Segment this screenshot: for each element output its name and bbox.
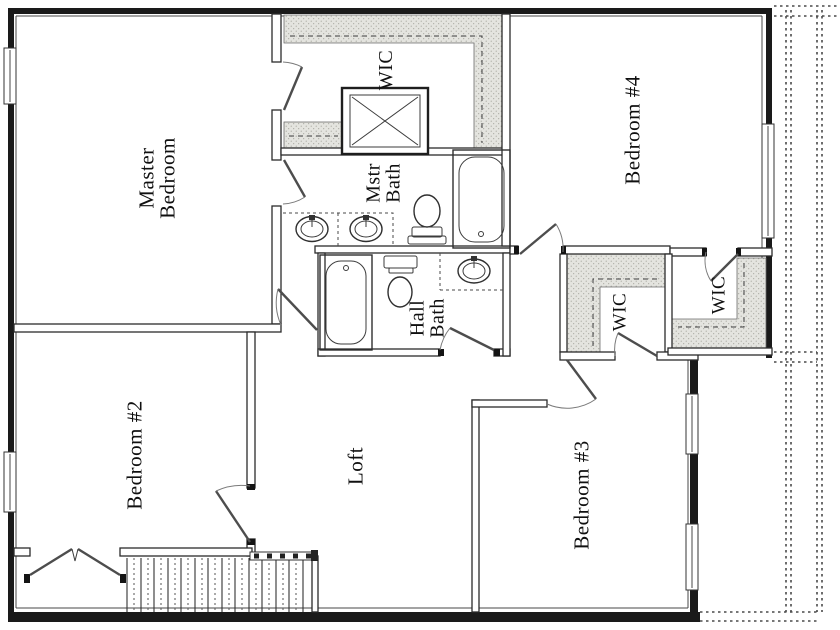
room-label-bedroom-2: Bedroom #2 <box>122 400 147 510</box>
hall-toilet <box>383 255 418 308</box>
closet-shelving <box>283 14 767 353</box>
windows <box>3 47 775 591</box>
master-toilet <box>407 194 447 245</box>
room-label-bedroom-3: Bedroom #3 <box>569 440 594 550</box>
master-bathtub <box>452 149 511 249</box>
room-label-bedroom-4: Bedroom #4 <box>620 75 645 185</box>
room-label-hall-bath: Hall Bath <box>406 298 449 338</box>
roofline-dashed <box>700 5 840 622</box>
hall-vanity-sink <box>439 253 503 291</box>
master-vanity-sinks <box>283 212 394 246</box>
shower-fixture <box>340 86 430 156</box>
room-label-wic-bedroom4: WIC <box>708 275 730 315</box>
room-label-mstr-bath: Mstr Bath <box>362 163 405 203</box>
stair-railing <box>249 550 318 561</box>
door-swings <box>215 61 739 543</box>
door-jambs <box>24 246 741 583</box>
hall-bathtub <box>319 254 373 351</box>
closet-double-doors <box>29 547 121 577</box>
room-label-loft: Loft <box>343 446 368 486</box>
room-label-master-bedroom: Master Bedroom <box>134 137 180 219</box>
staircase <box>126 558 304 612</box>
room-label-wic-bedroom3: WIC <box>609 292 631 332</box>
room-label-wic-master: WIC <box>374 49 397 91</box>
